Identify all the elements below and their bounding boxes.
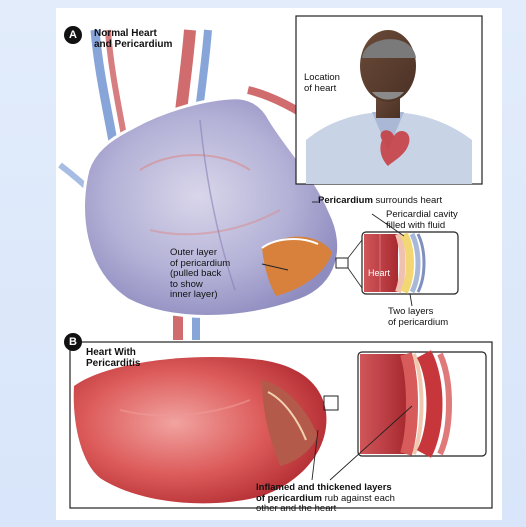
panel-a-title: Normal Heart and Pericardium bbox=[94, 28, 172, 50]
panel-a-badge: A bbox=[64, 26, 82, 44]
inflamed-layers-inset bbox=[324, 352, 486, 456]
location-line2: of heart bbox=[304, 84, 340, 95]
pericardium-layers-inset bbox=[336, 232, 458, 294]
panel-b-badge: B bbox=[64, 333, 82, 351]
panel-b-title-line2: Pericarditis bbox=[86, 358, 140, 369]
cavity-line1: Pericardial cavity bbox=[386, 210, 458, 221]
outer-line5: inner layer) bbox=[170, 290, 230, 301]
inflamed-line2-term: of pericardium bbox=[256, 493, 322, 504]
panel-a-title-line1: Normal Heart bbox=[94, 28, 172, 39]
two-layers-line1: Two layers bbox=[388, 307, 448, 318]
two-layers-line2: of pericardium bbox=[388, 318, 448, 329]
pericardium-label: Pericardium surrounds heart bbox=[318, 196, 442, 207]
outer-layer-label: Outer layer of pericardium (pulled back … bbox=[170, 248, 230, 301]
location-of-heart-label: Location of heart bbox=[304, 73, 340, 94]
outer-line3: (pulled back bbox=[170, 269, 230, 280]
pericardial-cavity-label: Pericardial cavity filled with fluid bbox=[386, 210, 458, 231]
inset-heart-label: Heart bbox=[368, 268, 390, 279]
pericardium-description: surrounds heart bbox=[373, 195, 442, 206]
panel-b-title-line1: Heart With bbox=[86, 347, 140, 358]
outer-line1: Outer layer bbox=[170, 248, 230, 259]
inflamed-line2-rest: rub against each bbox=[322, 493, 395, 504]
inflamed-line3: other and the heart bbox=[256, 504, 395, 515]
location-line1: Location bbox=[304, 73, 340, 84]
pericardium-term: Pericardium bbox=[318, 195, 373, 206]
cavity-line2: filled with fluid bbox=[386, 221, 458, 232]
two-layers-label: Two layers of pericardium bbox=[388, 307, 448, 328]
panel-a-title-line2: and Pericardium bbox=[94, 39, 172, 50]
panel-b-title: Heart With Pericarditis bbox=[86, 347, 140, 369]
inflamed-layers-label: Inflamed and thickened layers of pericar… bbox=[256, 483, 395, 515]
